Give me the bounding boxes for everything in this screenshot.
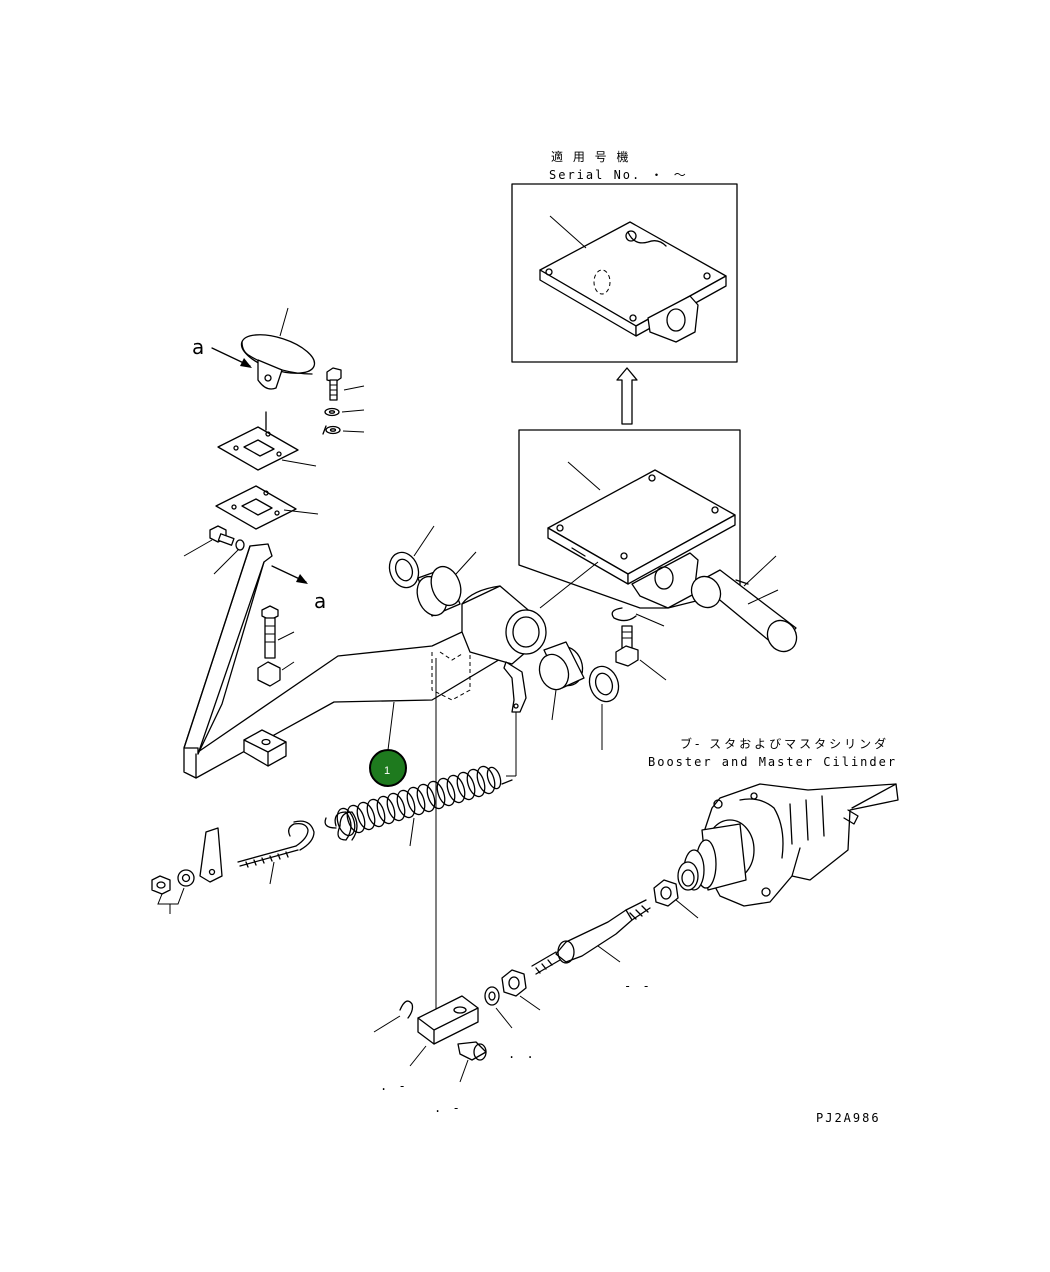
serial-label-jp: 適 用 号 機 [551,149,631,164]
shim-plate-1 [217,411,317,471]
booster-master-cylinder [677,783,899,907]
booster-label-jp: ブ- スタおよびマスタシリンダ [680,736,889,751]
callout-badge[interactable]: 1 [369,701,407,787]
spring-bracket [199,827,223,883]
cotter-pin [373,1000,414,1033]
clevis-mark-1: . - [380,1079,408,1093]
upgrade-arrow-icon [616,367,638,425]
rod-mark: - - [624,979,652,993]
pedal-pad [240,307,316,390]
snap-ring [611,607,665,627]
detail-box-upper [511,183,738,363]
bushing-lower [538,641,585,721]
washer-mark: . . [508,1047,536,1061]
clevis [409,995,479,1067]
pad-bolt [322,367,365,435]
detail-ref-side: a [314,589,326,613]
stopper-bolt [257,605,295,687]
seal-ring-lower [588,665,620,750]
booster-nut [653,879,699,919]
return-spring [324,765,513,847]
arm-bolt [183,525,245,575]
pivot-pin [690,555,798,653]
ref-arrow-icon [211,347,252,368]
eye-bolt-nut [151,869,195,914]
serial-label-en: Serial No. ・ ～ [549,168,688,182]
detail-ref-top: a [192,335,204,359]
ref-arrow-side-icon [271,565,308,584]
bushing-upper [416,551,477,617]
rod-lock-nut [501,969,541,1011]
rod-washer [484,986,513,1029]
seal-ring-upper [388,525,435,589]
clevis-mark-2: . - [434,1101,462,1115]
eye-bolt [237,820,315,885]
pedal-arm [183,543,513,779]
push-rod [531,899,651,975]
drawing-code: PJ2A986 [816,1111,881,1125]
shim-plate-2 [215,485,319,530]
pedal-hub [461,585,547,713]
detail-box-lower [518,429,741,609]
push-rod-line [435,658,517,1010]
clevis-pin [457,1041,487,1083]
callout-number: 1 [384,765,390,777]
booster-label-en: Booster and Master Cilinder [648,755,897,769]
bracket-bolt [615,625,667,681]
